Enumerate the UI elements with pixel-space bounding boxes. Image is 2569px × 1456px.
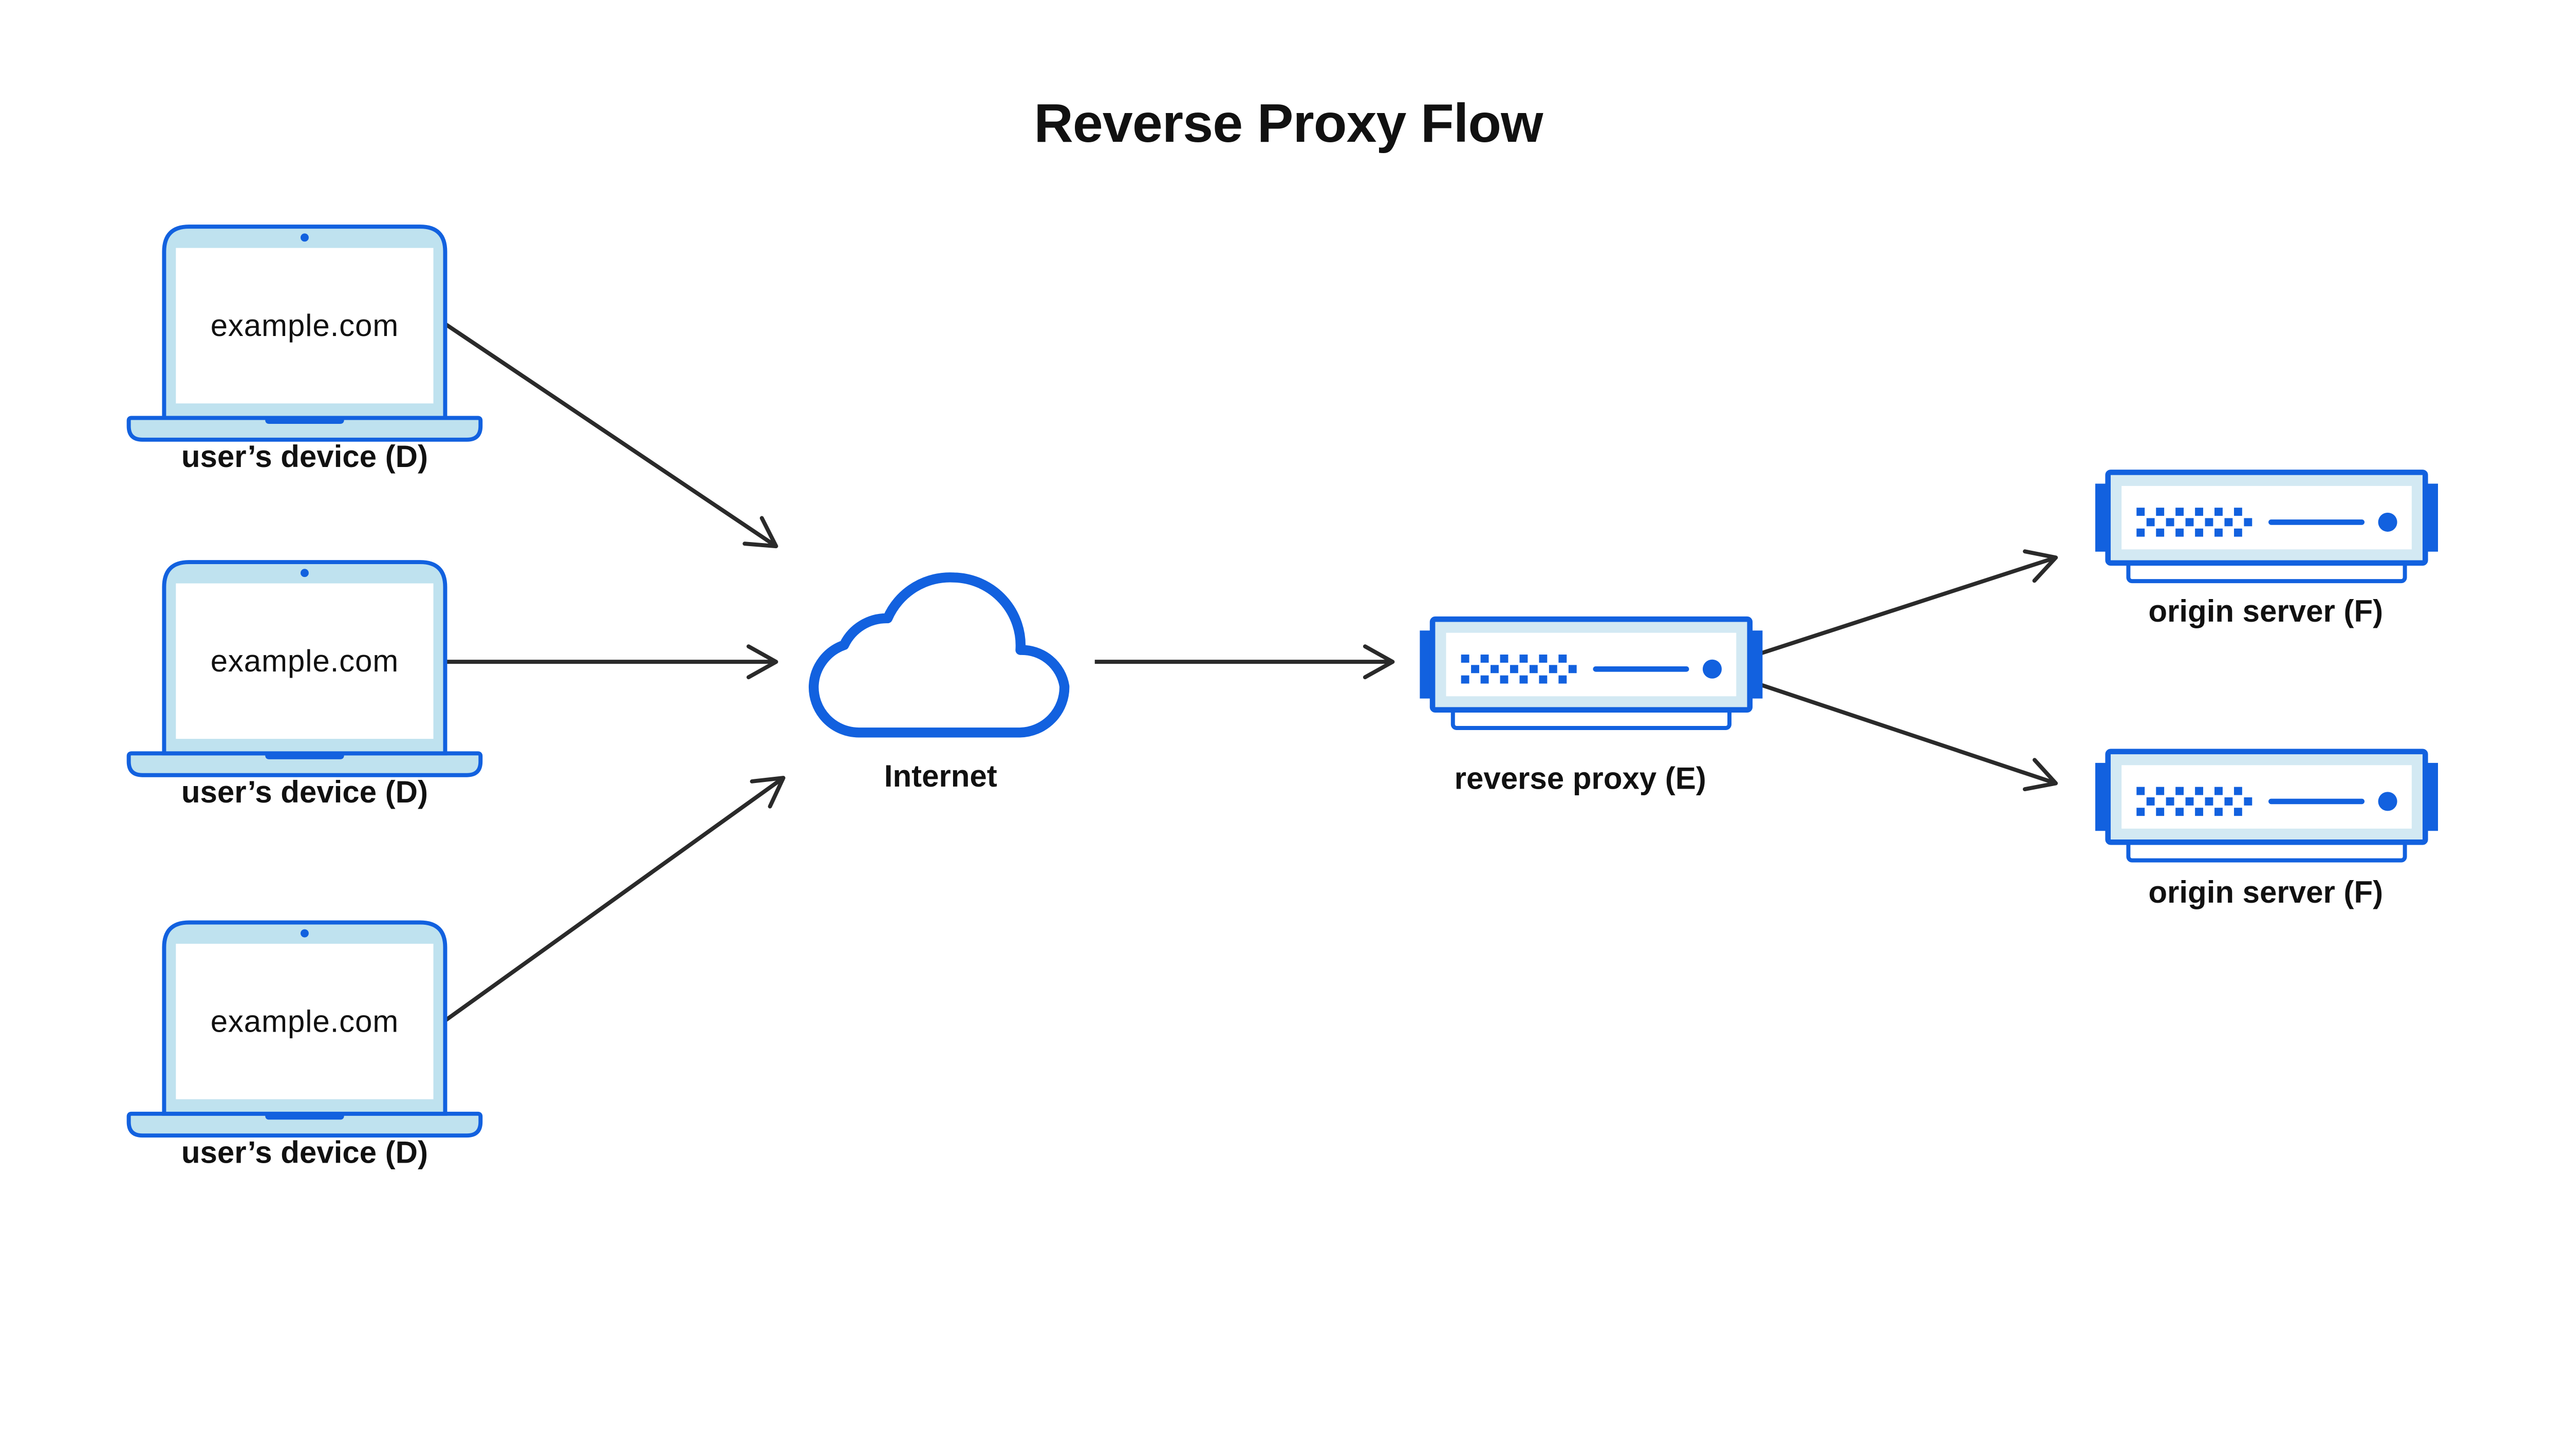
server-icon — [2095, 472, 2438, 581]
internet-cloud-icon — [809, 572, 1070, 738]
origin-server-label: origin server (F) — [2148, 594, 2383, 628]
diagram-title: Reverse Proxy Flow — [1034, 93, 1543, 154]
server-icon — [1420, 619, 1762, 728]
device-label: user’s device (D) — [181, 775, 428, 809]
laptop-screen-text: example.com — [211, 644, 399, 678]
server-icon — [2095, 752, 2438, 861]
node-internet: Internet — [809, 572, 1070, 793]
origin-server-label: origin server (F) — [2148, 875, 2383, 909]
device-label: user’s device (D) — [181, 439, 428, 474]
arrow-proxy-to-origin2 — [1759, 682, 2058, 792]
arrow-proxy-to-origin1 — [1759, 549, 2058, 656]
laptop-screen-text: example.com — [211, 308, 399, 343]
arrow-device3-to-internet — [444, 776, 786, 1022]
node-user-device-2: example.com user’s device (D) — [129, 562, 481, 809]
internet-label: Internet — [884, 759, 997, 793]
flow-arrows — [444, 323, 2058, 1022]
node-origin-server-1: origin server (F) — [2095, 472, 2438, 628]
node-user-device-3: example.com user’s device (D) — [129, 922, 481, 1169]
node-origin-server-2: origin server (F) — [2095, 752, 2438, 909]
device-label: user’s device (D) — [181, 1135, 428, 1169]
reverse-proxy-flow-diagram: Reverse Proxy Flow example.com user’s de… — [126, 92, 2441, 1170]
laptop-screen-text: example.com — [211, 1004, 399, 1038]
reverse-proxy-label: reverse proxy (E) — [1455, 761, 1706, 795]
diagram-canvas: Reverse Proxy Flow example.com user’s de… — [126, 92, 2441, 1170]
arrow-device1-to-internet — [444, 323, 778, 549]
node-user-device-1: example.com user’s device (D) — [129, 227, 481, 474]
node-reverse-proxy: reverse proxy (E) — [1420, 619, 1762, 795]
